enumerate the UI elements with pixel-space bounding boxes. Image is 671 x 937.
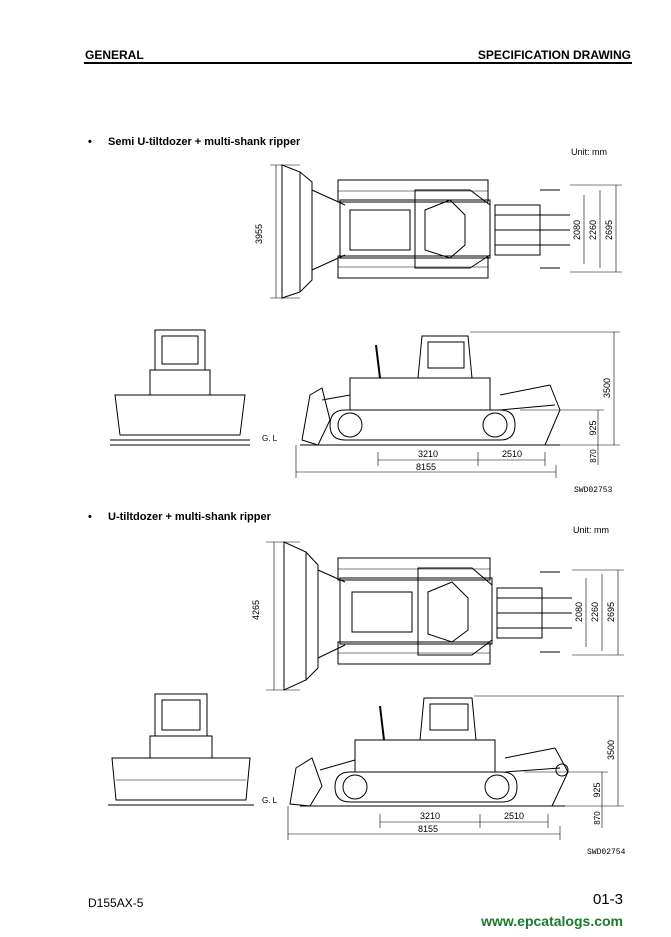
section-1-title: •Semi U-tiltdozer + multi-shank ripper	[88, 136, 301, 148]
section-1-length-dim-1: 3210	[418, 449, 438, 459]
header-page-title: SPECIFICATION DRAWING	[477, 48, 631, 62]
section-1-width-dim: 3955	[254, 224, 264, 244]
section-2-clearance-dim: 925	[592, 782, 602, 797]
section-2-ground-line-label: G. L	[262, 796, 278, 805]
section-1-rear-dim-1: 2080	[572, 220, 582, 240]
section-1-top-view	[270, 164, 622, 299]
watermark-url: www.epcatalogs.com	[481, 913, 623, 929]
section-2-top-view	[266, 541, 624, 691]
section-2-side-view	[287, 695, 624, 840]
section-2-width-dim: 4265	[251, 600, 261, 620]
section-2-drawing-code: SWD02754	[587, 848, 626, 857]
header-section-label: GENERAL	[85, 48, 144, 62]
header-rule	[84, 62, 632, 64]
section-2-rear-dim-2: 2260	[590, 602, 600, 622]
section-1-ground-dim: 870	[589, 449, 598, 463]
section-1-overall-length: 8155	[416, 462, 436, 472]
section-2-length-dim-1: 3210	[420, 811, 440, 821]
section-2-unit: Unit: mm	[573, 525, 609, 535]
section-2-front-view	[108, 693, 254, 806]
section-1-rear-dim-2: 2260	[588, 220, 598, 240]
section-1-rear-dim-3: 2695	[604, 220, 614, 240]
footer-page-number: 01-3	[592, 891, 623, 908]
section-2-ground-dim: 870	[593, 811, 602, 825]
section-1-height-dim: 3500	[602, 378, 612, 398]
section-2-overall-length: 8155	[418, 824, 438, 834]
section-1-drawing-code: SWD02753	[574, 486, 613, 495]
section-1-clearance-dim: 925	[588, 420, 598, 435]
section-2-length-dim-2: 2510	[504, 811, 524, 821]
section-1-unit: Unit: mm	[571, 147, 607, 157]
section-2-height-dim: 3500	[606, 740, 616, 760]
section-2-rear-dim-3: 2695	[606, 602, 616, 622]
footer-model: D155AX-5	[88, 896, 144, 910]
section-1-length-dim-2: 2510	[502, 449, 522, 459]
section-2-title: •U-tiltdozer + multi-shank ripper	[88, 511, 271, 523]
section-1-front-view	[110, 329, 250, 446]
section-1-side-view	[295, 331, 620, 478]
section-2-rear-dim-1: 2080	[574, 602, 584, 622]
section-1-ground-line-label: G. L	[262, 434, 278, 443]
